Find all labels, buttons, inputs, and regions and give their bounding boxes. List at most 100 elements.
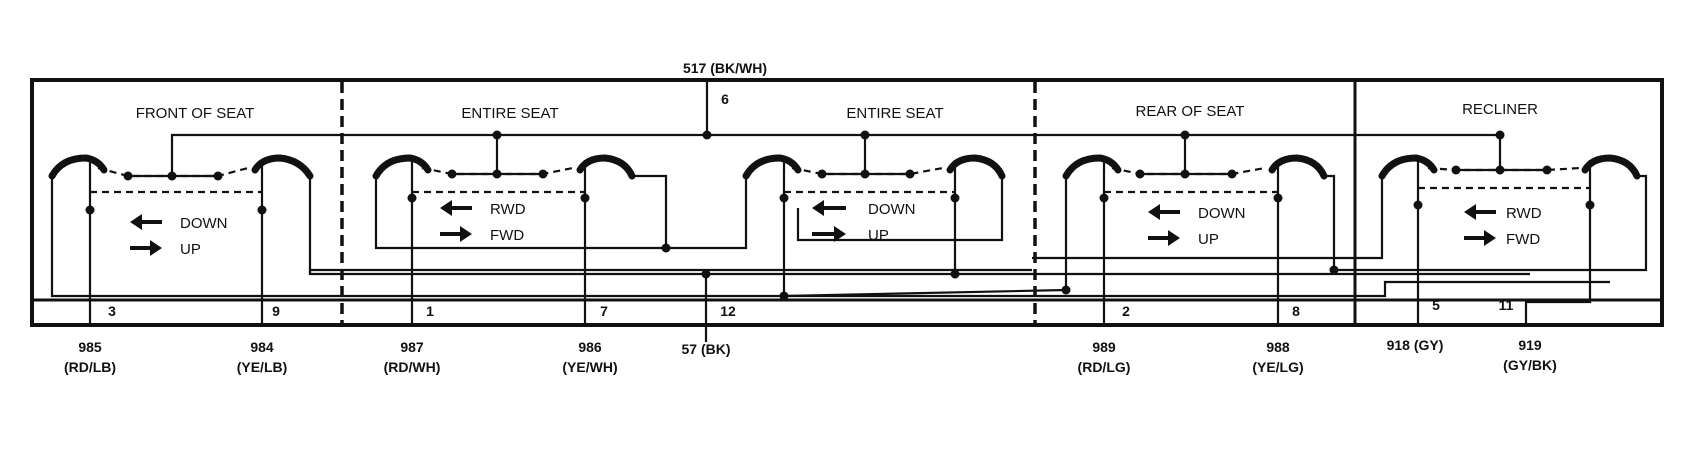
arrow-right-icon bbox=[1464, 230, 1496, 246]
junction-dot bbox=[167, 171, 177, 181]
direction-label: UP bbox=[180, 241, 201, 258]
pin-label-5: 5 bbox=[1432, 297, 1440, 313]
wire-label-918: 918 (GY) bbox=[1387, 337, 1444, 353]
direction-label: UP bbox=[1198, 231, 1219, 248]
junction-dot bbox=[1227, 169, 1237, 179]
pin-label-2: 2 bbox=[1122, 303, 1130, 319]
switch-contact-right bbox=[1268, 154, 1328, 180]
wire-entire-link bbox=[632, 174, 668, 248]
wire-color-984: (YE/LB) bbox=[237, 359, 288, 375]
wire-label-517: 517 (BK/WH) bbox=[683, 60, 767, 76]
wire-color-988: (YE/LG) bbox=[1252, 359, 1303, 375]
junction-dot bbox=[950, 193, 960, 203]
switch-contact-right bbox=[576, 154, 636, 180]
junction-dot bbox=[860, 130, 870, 140]
direction-label: DOWN bbox=[180, 215, 228, 232]
junction-dot bbox=[213, 171, 223, 181]
section-title-front: FRONT OF SEAT bbox=[136, 105, 255, 122]
junction-dot bbox=[123, 171, 133, 181]
arrow-right-icon bbox=[130, 240, 162, 256]
wire-number-987: 987 bbox=[400, 339, 424, 355]
junction-dot bbox=[701, 269, 711, 279]
junction-dot bbox=[1495, 165, 1505, 175]
junction-dot bbox=[407, 193, 417, 203]
wire-color-919: (GY/BK) bbox=[1503, 357, 1557, 373]
switch-housing-frame bbox=[30, 78, 1664, 327]
switch-contact-left bbox=[1062, 154, 1122, 180]
pin-label-8: 8 bbox=[1292, 303, 1300, 319]
junction-dot bbox=[779, 193, 789, 203]
wire-number-989: 989 bbox=[1092, 339, 1116, 355]
pin-label-11: 11 bbox=[1499, 297, 1514, 313]
pin-label-1: 1 bbox=[426, 303, 434, 319]
pin-label-12: 12 bbox=[720, 303, 736, 319]
pin-label-3: 3 bbox=[108, 303, 116, 319]
wire-top-bus bbox=[170, 133, 1502, 170]
switch-contact-right bbox=[1581, 154, 1641, 180]
junction-dot bbox=[1273, 193, 1283, 203]
wire-number-984: 984 bbox=[250, 339, 274, 355]
wire-color-985: (RD/LB) bbox=[64, 359, 116, 375]
junction-dot bbox=[1495, 130, 1505, 140]
wire-color-986: (YE/WH) bbox=[562, 359, 617, 375]
wire-entire-loop bbox=[374, 176, 748, 250]
wire-number-988: 988 bbox=[1266, 339, 1290, 355]
section-title-rear: REAR OF SEAT bbox=[1136, 103, 1245, 120]
direction-label: UP bbox=[868, 227, 889, 244]
switch-contact-left bbox=[48, 154, 108, 180]
wire bbox=[1334, 174, 1648, 272]
junction-dot bbox=[817, 169, 827, 179]
wire-label-57: 57 (BK) bbox=[681, 341, 730, 357]
wire-number-986: 986 bbox=[578, 339, 602, 355]
arrow-left-icon bbox=[812, 200, 846, 216]
junction-dot bbox=[1451, 165, 1461, 175]
arrow-left-icon bbox=[130, 214, 162, 230]
junction-dot bbox=[1180, 169, 1190, 179]
junction-dot bbox=[85, 205, 95, 215]
arrow-left-icon bbox=[1148, 204, 1180, 220]
wire-entire2-loop bbox=[796, 176, 1004, 242]
switch-contact-right bbox=[251, 154, 314, 180]
junction-dot bbox=[492, 169, 502, 179]
wire-919 bbox=[1524, 160, 1592, 325]
junction-dot bbox=[661, 243, 671, 253]
wire-number-919: 919 bbox=[1518, 337, 1542, 353]
arrow-right-icon bbox=[440, 226, 472, 242]
wire-front-down bbox=[308, 176, 1530, 276]
wire-number-985: 985 bbox=[78, 339, 102, 355]
pin-label-7: 7 bbox=[600, 303, 608, 319]
switch-contact-right bbox=[946, 154, 1006, 180]
junction-dot bbox=[1135, 169, 1145, 179]
wire-lower-bus bbox=[308, 268, 1032, 274]
section-title-entire-1: ENTIRE SEAT bbox=[461, 105, 558, 122]
junction-dot bbox=[950, 269, 960, 279]
junction-dot bbox=[257, 205, 267, 215]
junction-dot bbox=[1542, 165, 1552, 175]
junction-dot bbox=[905, 169, 915, 179]
direction-label: FWD bbox=[1506, 231, 1540, 248]
junction-dot bbox=[1585, 200, 1595, 210]
switch-recliner: RWD FWD bbox=[1032, 154, 1648, 325]
switch-contact-left bbox=[742, 154, 802, 180]
switch-rear-of-seat: DOWN UP bbox=[1061, 154, 1339, 325]
switch-contact-left bbox=[372, 154, 432, 180]
junction-dot bbox=[1180, 130, 1190, 140]
junction-dot bbox=[538, 169, 548, 179]
switch-entire-seat-rwd-fwd: RWD FWD bbox=[372, 154, 748, 325]
junction-dot bbox=[492, 130, 502, 140]
direction-label: RWD bbox=[1506, 205, 1542, 222]
wire-front-return bbox=[50, 176, 1610, 298]
section-title-recliner: RECLINER bbox=[1462, 101, 1538, 118]
wire-color-989: (RD/LG) bbox=[1078, 359, 1131, 375]
section-title-entire-2: ENTIRE SEAT bbox=[846, 105, 943, 122]
wire bbox=[783, 288, 1067, 298]
arrow-left-icon bbox=[440, 200, 472, 216]
arrow-right-icon bbox=[812, 226, 846, 242]
arrow-left-icon bbox=[1464, 204, 1496, 220]
arrow-right-icon bbox=[1148, 230, 1180, 246]
direction-label: RWD bbox=[490, 201, 526, 218]
junction-dot bbox=[447, 169, 457, 179]
junction-dot bbox=[580, 193, 590, 203]
